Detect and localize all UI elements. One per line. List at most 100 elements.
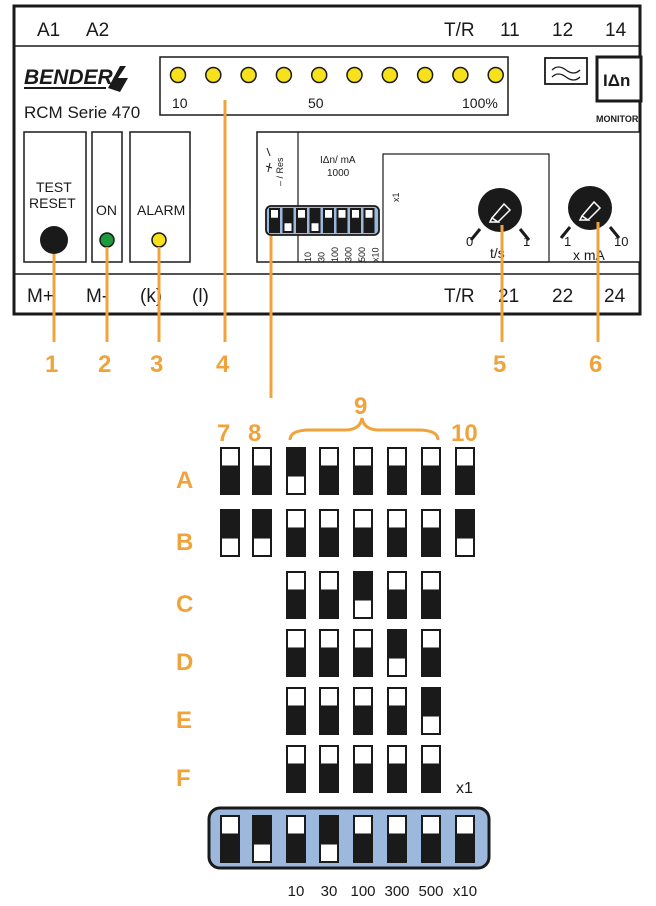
legend-switch[interactable] xyxy=(319,815,339,863)
knob-current[interactable] xyxy=(559,186,621,239)
switch-lever xyxy=(253,816,271,845)
knob-current-dial[interactable] xyxy=(568,186,612,230)
device-dip-toggle[interactable] xyxy=(323,208,334,233)
dip-table-switch[interactable] xyxy=(353,629,373,677)
switch-lever xyxy=(287,448,305,477)
legend-value-label: 500 xyxy=(418,883,443,900)
dip-table-switch[interactable] xyxy=(353,571,373,619)
callout-4: 4 xyxy=(216,351,230,378)
dip-table-switch[interactable] xyxy=(319,629,339,677)
dip-table-switch[interactable] xyxy=(455,509,475,557)
terminal-l: (l) xyxy=(192,286,209,307)
dip-table-switch[interactable] xyxy=(421,509,441,557)
switch-lever xyxy=(253,510,271,539)
device-dip-toggle[interactable] xyxy=(269,208,280,233)
legend-switch[interactable] xyxy=(220,815,240,863)
switch-lever xyxy=(351,217,360,232)
pencil-icon xyxy=(578,200,602,221)
device-dip-toggle[interactable] xyxy=(296,208,307,233)
dip-table-switch[interactable] xyxy=(421,687,441,735)
switch-lever xyxy=(287,527,305,556)
dip-table-switch[interactable] xyxy=(220,447,240,495)
switch-lever xyxy=(456,465,474,494)
callout-5: 5 xyxy=(493,351,506,378)
dip-table-switch[interactable] xyxy=(387,629,407,677)
dip-table-switch[interactable] xyxy=(286,571,306,619)
delta-i-icon: IΔn xyxy=(603,71,630,90)
device-dip-toggle[interactable] xyxy=(363,208,375,233)
dip-table-switch[interactable] xyxy=(252,447,272,495)
switch-lever xyxy=(422,527,440,556)
dip-table-switch[interactable] xyxy=(286,629,306,677)
switch-lever xyxy=(422,647,440,676)
switch-lever xyxy=(422,465,440,494)
dip-table-switch[interactable] xyxy=(421,571,441,619)
legend-switch[interactable] xyxy=(252,815,272,863)
switch-lever xyxy=(221,465,239,494)
dip-table-switch[interactable] xyxy=(387,509,407,557)
dip-table-switch[interactable] xyxy=(286,687,306,735)
device-dip-toggle[interactable] xyxy=(309,208,321,233)
dip-table-switch[interactable] xyxy=(387,571,407,619)
dip-table-switch[interactable] xyxy=(319,447,339,495)
legend-switch[interactable] xyxy=(286,815,306,863)
dip-table-switch[interactable] xyxy=(286,447,306,495)
dip-table-switch[interactable] xyxy=(353,447,373,495)
device-dip-toggle[interactable] xyxy=(336,208,348,233)
reset-label: RESET xyxy=(29,195,76,211)
device-dip-toggle[interactable] xyxy=(350,208,361,233)
dip-table-switch[interactable] xyxy=(387,687,407,735)
sine-wave-icon xyxy=(551,66,581,74)
delta-i-icon-box xyxy=(595,55,643,103)
dip-table-switch[interactable] xyxy=(252,509,272,557)
monitor-label: MONITOR xyxy=(596,114,639,124)
level-led xyxy=(381,66,399,84)
device-front: A1 A2 T/R 11 12 14 BENDER RCM Serie 470 … xyxy=(12,4,643,316)
switch-lever xyxy=(354,647,372,676)
dip-table-switch[interactable] xyxy=(286,745,306,793)
dip-table-switch[interactable] xyxy=(220,509,240,557)
dip-row-label: C xyxy=(176,591,193,618)
dip-table-switch[interactable] xyxy=(319,571,339,619)
dip-table-switch[interactable] xyxy=(353,687,373,735)
dip-table-switch[interactable] xyxy=(319,745,339,793)
dip-table-switch[interactable] xyxy=(387,745,407,793)
dip-table-switch[interactable] xyxy=(353,509,373,557)
dip-table-switch[interactable] xyxy=(455,447,475,495)
knob-time-max: 1 xyxy=(523,234,530,249)
dip-table-switch[interactable] xyxy=(353,745,373,793)
callout-3: 3 xyxy=(150,351,163,378)
dip-table-switch[interactable] xyxy=(286,509,306,557)
test-reset-button[interactable] xyxy=(40,226,68,254)
dip-table-switch[interactable] xyxy=(319,687,339,735)
device-dip-switch[interactable] xyxy=(265,205,380,236)
dip-table-switch[interactable] xyxy=(421,745,441,793)
legend-switch[interactable] xyxy=(387,815,407,863)
dip-table-switch[interactable] xyxy=(421,447,441,495)
switch-lever xyxy=(287,705,305,734)
legend-switch[interactable] xyxy=(421,815,441,863)
on-led xyxy=(99,232,115,248)
terminal-k: (k) xyxy=(140,286,162,307)
dip-table-switch[interactable] xyxy=(319,509,339,557)
knob-time[interactable] xyxy=(469,188,531,241)
knob-time-dial[interactable] xyxy=(478,188,522,232)
callout-8: 8 xyxy=(248,420,261,447)
switch-lever xyxy=(388,705,406,734)
device-dip-toggle[interactable] xyxy=(282,208,294,233)
test-label: TEST xyxy=(36,179,72,195)
dip-table-switch[interactable] xyxy=(387,447,407,495)
knob-current-min: 1 xyxy=(564,234,571,249)
dip-table-switch[interactable] xyxy=(421,629,441,677)
knob-current-max: 10 xyxy=(614,234,628,249)
level-led xyxy=(452,66,469,84)
pencil-icon xyxy=(488,202,512,223)
knob-time-min: 0 xyxy=(466,234,473,249)
knob-time-max-tick xyxy=(518,228,531,241)
device-dip-value-label: 100 xyxy=(330,247,340,262)
legend-dip-bank xyxy=(207,806,491,870)
legend-switch[interactable] xyxy=(455,815,475,863)
legend-switch[interactable] xyxy=(353,815,373,863)
switch-lever xyxy=(388,589,406,618)
